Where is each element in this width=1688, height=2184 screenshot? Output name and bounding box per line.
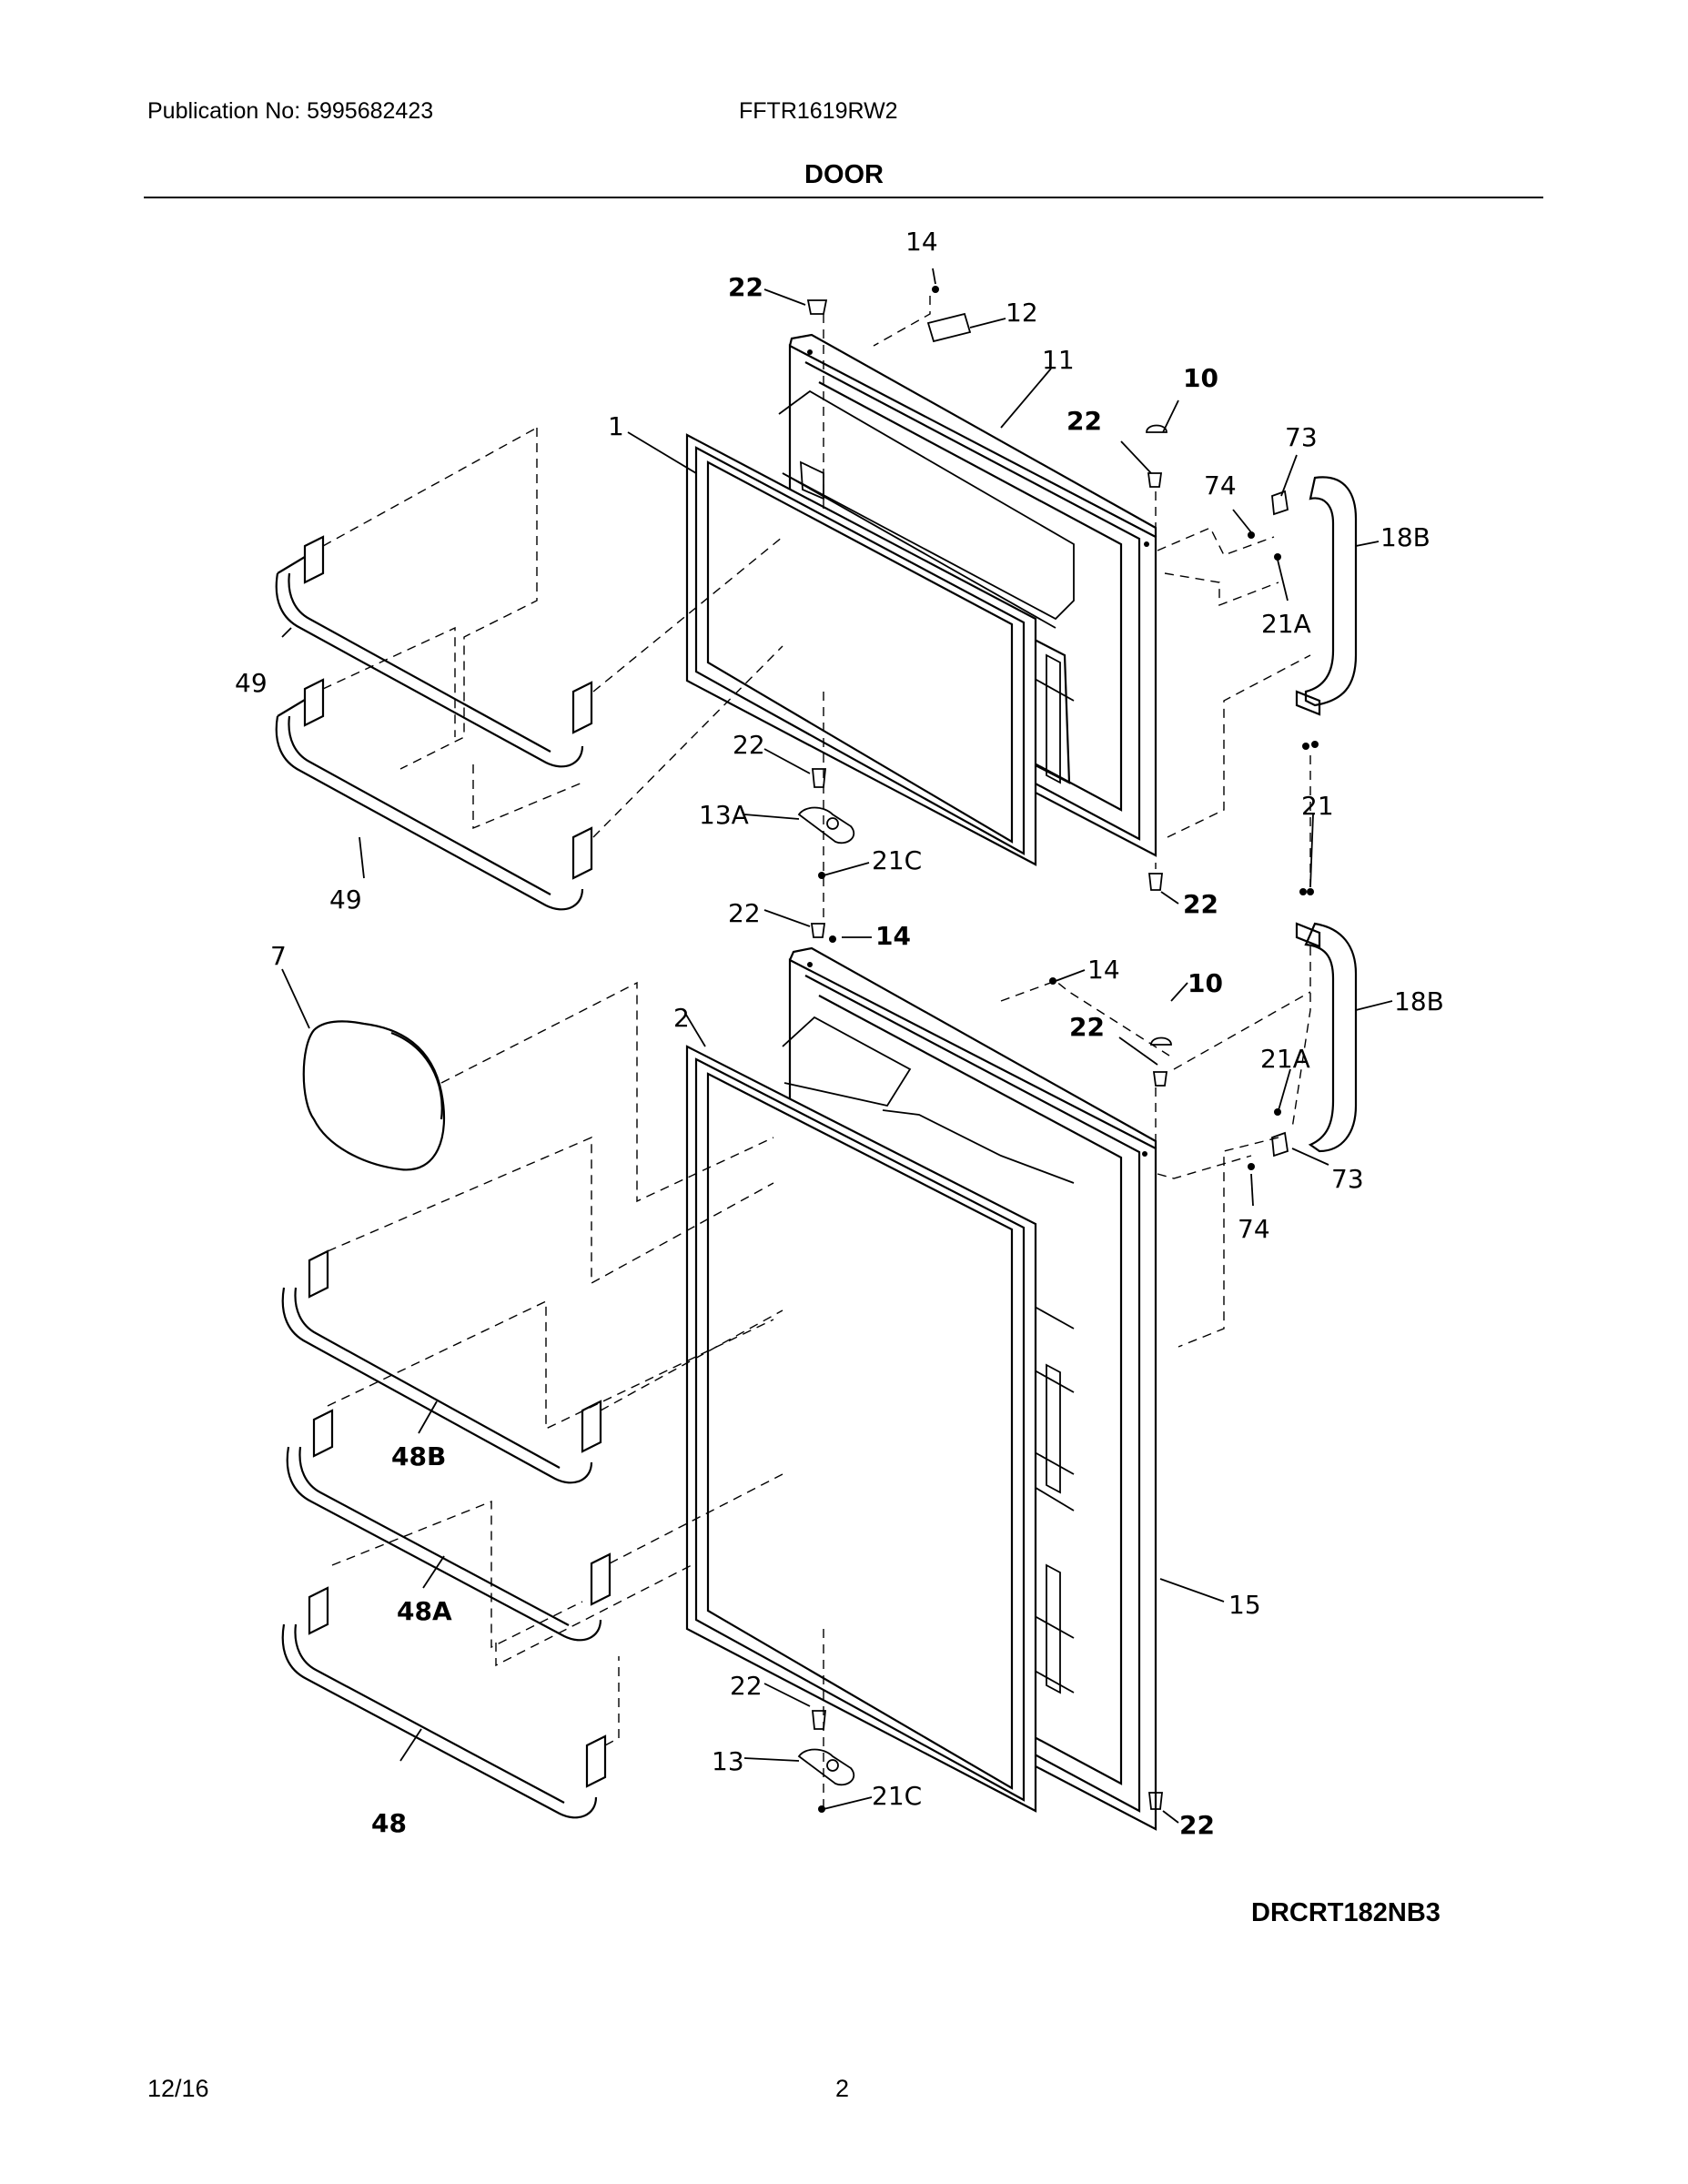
callout-22: 22 [1069, 1012, 1105, 1042]
callout-18B: 18B [1394, 986, 1444, 1016]
callout-21A: 21A [1261, 609, 1311, 639]
callout-13A: 13A [699, 800, 749, 830]
callout-73: 73 [1285, 422, 1318, 452]
freezer-gasket-1 [685, 433, 1037, 866]
callout-22: 22 [728, 272, 763, 302]
callout-48: 48 [371, 1808, 407, 1838]
handle-18B-upper [1295, 476, 1358, 716]
publication-date: 12/16 [147, 2075, 209, 2102]
page-number: 2 [835, 2075, 850, 2102]
callout-10: 10 [1183, 363, 1218, 393]
callout-22: 22 [730, 1671, 763, 1701]
door-bin-48 [281, 1586, 607, 1819]
callout-22: 22 [1066, 406, 1102, 436]
callout-14: 14 [905, 227, 938, 257]
callout-7: 7 [270, 941, 287, 971]
title-rule [144, 197, 1543, 198]
callout-21A: 21A [1260, 1044, 1310, 1074]
callout-21C: 21C [872, 1781, 922, 1811]
page-title: DOOR [804, 160, 884, 189]
door-bin-48A [286, 1409, 612, 1642]
callout-12: 12 [1006, 298, 1038, 328]
assembly-lines [322, 296, 1311, 1806]
callout-49: 49 [329, 885, 362, 915]
hinge-13A [797, 806, 855, 844]
callout-48B: 48B [391, 1441, 446, 1471]
callout-11: 11 [1042, 345, 1075, 375]
door-bin-48B [281, 1249, 602, 1484]
callout-14: 14 [875, 921, 911, 951]
callout-10: 10 [1188, 968, 1223, 998]
callout-48A: 48A [397, 1596, 452, 1626]
callout-22: 22 [733, 730, 765, 760]
leader-lines [281, 268, 1393, 1824]
callout-74: 74 [1204, 470, 1237, 500]
callout-2: 2 [673, 1003, 690, 1033]
callout-labels: 14 22 12 11 10 22 1 73 74 18B 21A 49 22 … [235, 227, 1444, 1840]
callout-73: 73 [1331, 1164, 1364, 1194]
publication-number: Publication No: 5995682423 [147, 98, 434, 124]
door-bin-49-upper [275, 535, 593, 768]
callout-22: 22 [1179, 1810, 1215, 1840]
diagram-code: DRCRT182NB3 [1251, 1898, 1440, 1927]
callout-14: 14 [1087, 955, 1120, 985]
fresh-food-gasket-2 [685, 1045, 1037, 1813]
callout-49: 49 [235, 668, 268, 698]
callout-18B: 18B [1380, 522, 1430, 552]
callout-1: 1 [608, 411, 624, 441]
screws [818, 286, 1319, 1813]
callout-74: 74 [1238, 1214, 1270, 1244]
callout-15: 15 [1228, 1590, 1261, 1620]
callout-22: 22 [1183, 889, 1218, 919]
handle-clips-73 [1271, 490, 1289, 1158]
callout-21: 21 [1301, 791, 1334, 821]
model-number: FFTR1619RW2 [739, 98, 898, 124]
dairy-door-7 [302, 1020, 446, 1171]
hinge-13 [797, 1748, 855, 1786]
callout-13: 13 [712, 1746, 744, 1776]
callout-22: 22 [728, 898, 761, 928]
handle-18B-lower [1295, 922, 1358, 1153]
door-bin-49-lower [275, 678, 593, 911]
callout-21C: 21C [872, 845, 922, 875]
